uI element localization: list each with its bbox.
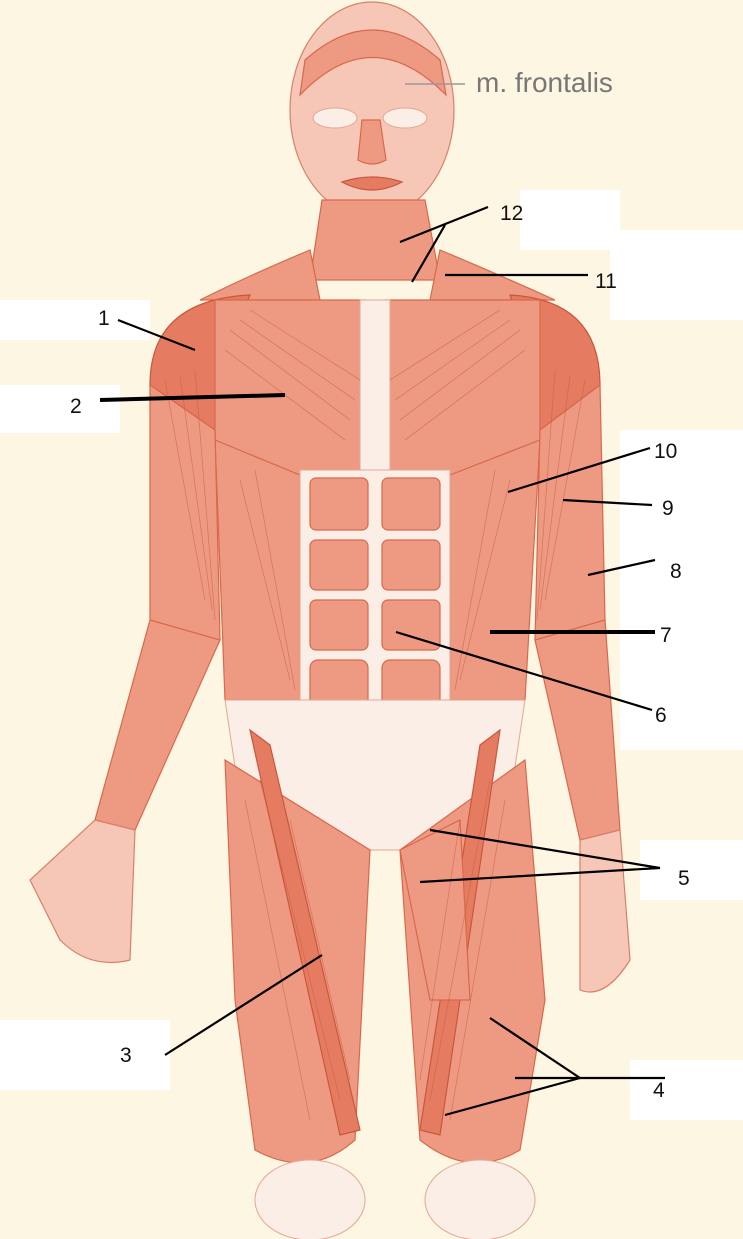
knee-left bbox=[255, 1160, 365, 1239]
forearm-left bbox=[95, 620, 220, 830]
label-12: 12 bbox=[500, 202, 523, 225]
label-6: 6 bbox=[655, 704, 667, 727]
left-eye bbox=[313, 108, 357, 128]
right-eye bbox=[383, 108, 427, 128]
forearm-right bbox=[535, 620, 620, 840]
label-1: 1 bbox=[98, 307, 110, 330]
label-7: 7 bbox=[660, 624, 672, 647]
label-9: 9 bbox=[662, 497, 674, 520]
serratus-right bbox=[450, 440, 540, 700]
trapezius-left bbox=[200, 250, 320, 300]
sternum bbox=[360, 300, 390, 470]
label-11: 11 bbox=[595, 270, 617, 293]
label-4: 4 bbox=[653, 1079, 665, 1102]
knee-right bbox=[425, 1160, 535, 1239]
label-10: 10 bbox=[654, 440, 677, 463]
hand-left bbox=[30, 820, 135, 963]
label-8: 8 bbox=[670, 560, 682, 583]
label-frontalis: m. frontalis bbox=[476, 67, 613, 98]
label-5: 5 bbox=[678, 867, 690, 890]
label-3: 3 bbox=[120, 1044, 132, 1067]
label-2: 2 bbox=[70, 395, 82, 418]
hand-right bbox=[580, 830, 630, 992]
serratus-left bbox=[215, 440, 300, 700]
